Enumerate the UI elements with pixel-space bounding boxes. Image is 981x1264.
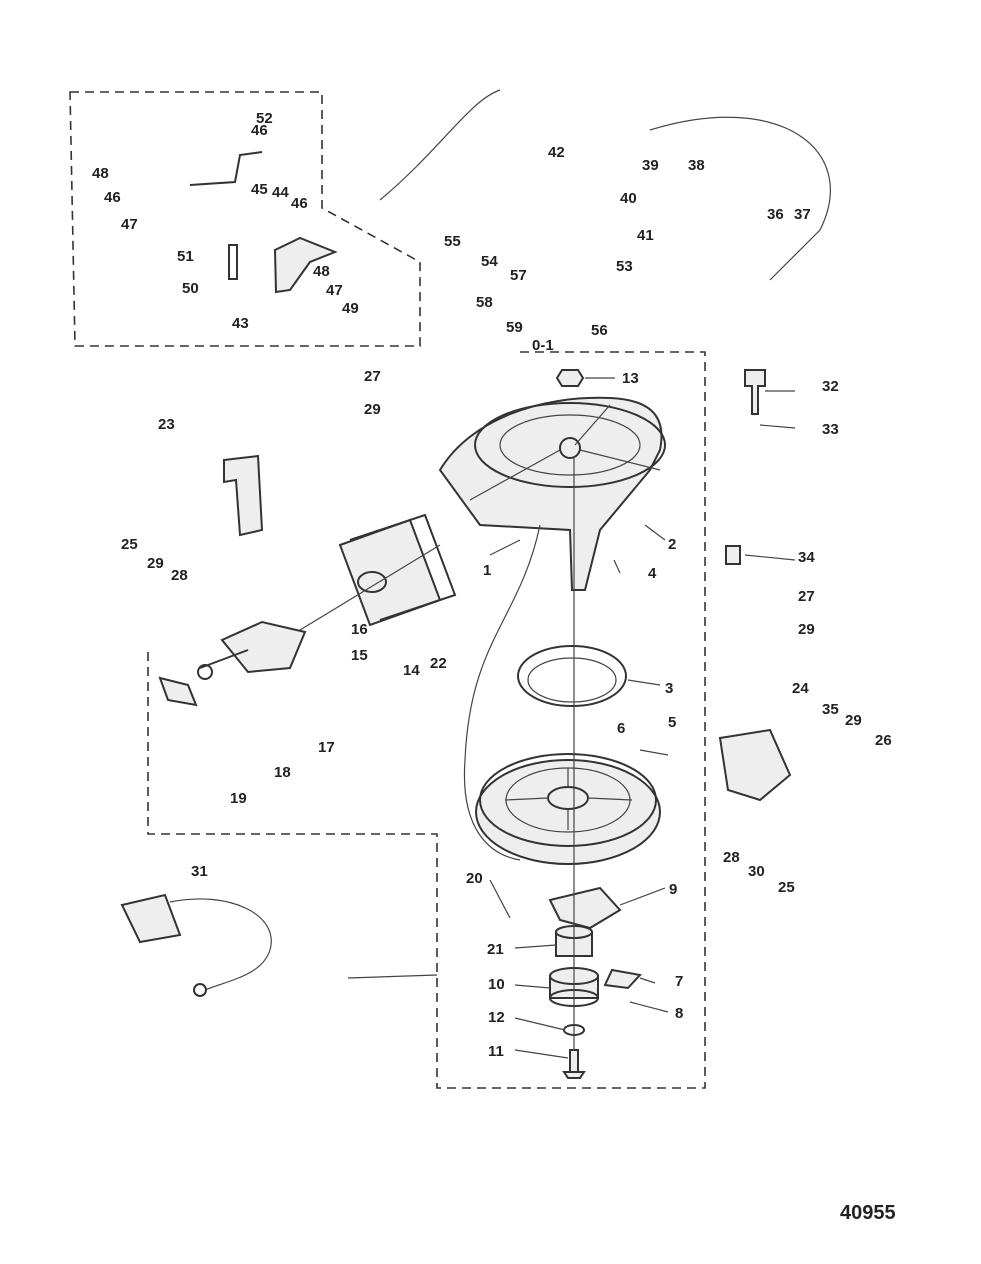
label: 24 xyxy=(792,680,809,697)
label: 34 xyxy=(798,549,815,566)
label: 30 xyxy=(748,863,765,880)
label: 52 xyxy=(256,110,273,127)
label: 13 xyxy=(622,370,639,387)
label: 29 xyxy=(147,555,164,572)
label: 23 xyxy=(158,416,175,433)
label: 4 xyxy=(648,565,657,582)
label: 7 xyxy=(675,973,683,990)
label: 39 xyxy=(642,157,659,174)
label: 58 xyxy=(476,294,493,311)
label: 0-1 xyxy=(532,337,554,354)
label: 46 xyxy=(104,189,121,206)
label: 48 xyxy=(313,263,330,280)
label: 42 xyxy=(548,144,565,161)
label: 26 xyxy=(875,732,892,749)
handle-bracket xyxy=(220,620,307,674)
rewind-spring xyxy=(517,645,627,707)
label: 16 xyxy=(351,621,368,638)
label: 29 xyxy=(845,712,862,729)
label: 50 xyxy=(182,280,199,297)
label: 47 xyxy=(121,216,138,233)
label: 28 xyxy=(171,567,188,584)
assembly-dashed-box xyxy=(147,351,706,1089)
label: 41 xyxy=(637,227,654,244)
label: 45 xyxy=(251,181,268,198)
label: 46 xyxy=(291,195,308,212)
label: 54 xyxy=(481,253,498,270)
label: 21 xyxy=(487,941,504,958)
control-cable xyxy=(379,89,831,281)
top-nut xyxy=(555,369,585,387)
inset-dashed-box xyxy=(69,91,421,347)
label: 3 xyxy=(665,680,673,697)
rope-pulley xyxy=(475,753,661,865)
label: 40 xyxy=(620,190,637,207)
label: 10 xyxy=(488,976,505,993)
center-screw xyxy=(562,1049,586,1079)
label: 31 xyxy=(191,863,208,880)
label: 53 xyxy=(616,258,633,275)
label: 44 xyxy=(272,184,289,201)
label: 57 xyxy=(510,267,527,284)
label: 19 xyxy=(230,790,247,807)
label: 37 xyxy=(794,206,811,223)
starter-rope xyxy=(463,524,541,861)
label: 28 xyxy=(723,849,740,866)
label: 20 xyxy=(466,870,483,887)
label: 48 xyxy=(92,165,109,182)
pawl xyxy=(603,968,642,990)
spring xyxy=(228,244,238,280)
leader-lines xyxy=(347,377,796,1059)
throttle-lever xyxy=(273,236,338,294)
bolt-31 xyxy=(744,369,766,415)
label: 17 xyxy=(318,739,335,756)
label: 25 xyxy=(121,536,138,553)
label: 33 xyxy=(822,421,839,438)
label: 8 xyxy=(675,1005,683,1022)
label: 25 xyxy=(778,879,795,896)
label: 35 xyxy=(822,701,839,718)
label: 6 xyxy=(617,720,625,737)
throttle-link-rod xyxy=(189,151,263,186)
label: 27 xyxy=(364,368,381,385)
label: 51 xyxy=(177,248,194,265)
label: 29 xyxy=(798,621,815,638)
label: 2 xyxy=(668,536,676,553)
label: 18 xyxy=(274,764,291,781)
part-labels: 1 2 3 4 5 6 7 8 9 10 11 12 13 14 15 16 1… xyxy=(92,110,892,1060)
handle-grip xyxy=(158,676,198,707)
spacer-33 xyxy=(725,545,741,565)
label: 14 xyxy=(403,662,420,679)
label: 5 xyxy=(668,714,676,731)
pawl-plate xyxy=(548,886,622,930)
label: 12 xyxy=(488,1009,505,1026)
label: 47 xyxy=(326,282,343,299)
label: 22 xyxy=(430,655,447,672)
stop-switch-lanyard xyxy=(120,893,272,997)
label: 9 xyxy=(669,881,677,898)
label: 27 xyxy=(798,588,815,605)
label: 43 xyxy=(232,315,249,332)
left-mounting-bracket xyxy=(223,454,264,537)
label: 15 xyxy=(351,647,368,664)
label: 11 xyxy=(488,1043,504,1060)
figure-number: 40955 xyxy=(840,1202,896,1224)
starter-housing xyxy=(438,396,666,591)
label: 29 xyxy=(364,401,381,418)
label: 49 xyxy=(342,300,359,317)
label: 56 xyxy=(591,322,608,339)
label: 55 xyxy=(444,233,461,250)
label: 1 xyxy=(483,562,491,579)
label: 46 xyxy=(251,122,268,139)
label: 36 xyxy=(767,206,784,223)
label: 38 xyxy=(688,157,705,174)
label: 59 xyxy=(506,319,523,336)
label: 32 xyxy=(822,378,839,395)
right-mounting-bracket xyxy=(718,728,792,802)
rope-handle-housing xyxy=(338,513,457,627)
